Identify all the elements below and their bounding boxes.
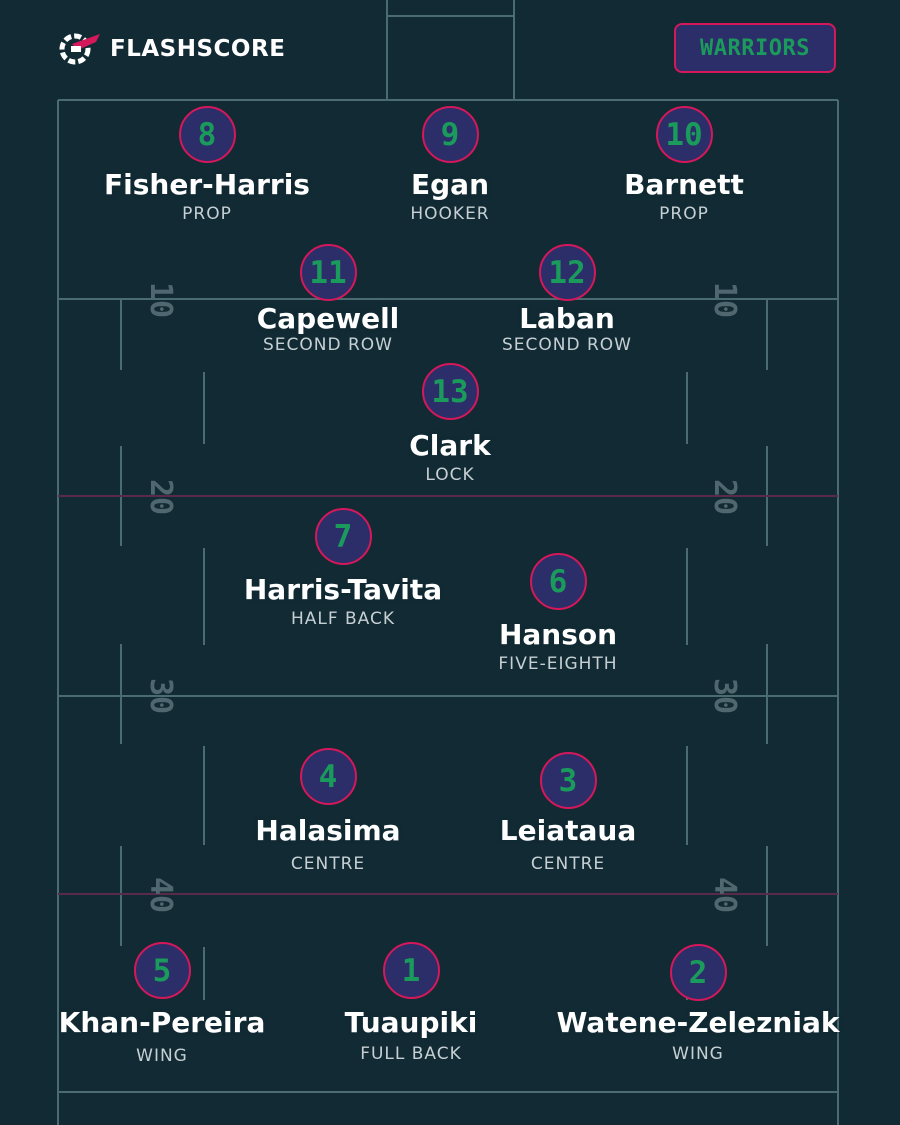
team-name: WARRIORS [700,35,810,61]
jersey-number: 3 [539,752,597,809]
player-card-prop-left: 8 Fisher-Harris PROP [57,106,357,224]
player-name: Egan [411,168,489,201]
player-position: HALF BACK [290,609,396,629]
jersey-number: 1 [382,942,440,999]
player-card-full-back: 1 Tuaupiki FULL BACK [261,942,561,1064]
player-position: PROP [659,204,709,224]
player-name: Halasima [255,814,401,847]
brand: FLASHSCORE [58,30,285,68]
yard-marker-left-40: 40 [143,876,179,914]
player-name: Harris-Tavita [243,573,443,606]
player-card-half-back: 7 Harris-Tavita HALF BACK [193,508,493,629]
player-card-centre-right: 3 Leiataua CENTRE [418,752,718,874]
yard-marker-right-30: 30 [707,677,743,715]
jersey-number: 12 [538,244,596,301]
player-position: FIVE-EIGHTH [498,654,618,674]
player-position: SECOND ROW [502,335,632,355]
jersey-number: 13 [421,363,479,420]
player-name: Watene-Zelezniak [556,1006,840,1039]
jersey-number: 8 [178,106,236,163]
yard-marker-right-20: 20 [707,478,743,516]
player-card-prop-right: 10 Barnett PROP [534,106,834,224]
yard-marker-right-40: 40 [707,876,743,914]
yard-marker-left-30: 30 [143,677,179,715]
player-name: Barnett [624,168,744,201]
player-name: Laban [519,302,615,335]
team-badge: WARRIORS [674,23,836,73]
player-position: CENTRE [290,854,366,874]
player-position: WING [672,1044,724,1064]
player-card-wing-right: 2 Watene-Zelezniak WING [548,944,848,1064]
player-card-centre-left: 4 Halasima CENTRE [178,748,478,874]
player-name: Hanson [498,618,618,651]
player-position: PROP [182,204,232,224]
player-card-second-row-right: 12 Laban SECOND ROW [417,244,717,355]
jersey-number: 4 [299,748,357,805]
jersey-number: 2 [669,944,727,1001]
player-name: Fisher-Harris [104,168,310,201]
jersey-number: 9 [421,106,479,163]
player-name: Capewell [256,302,400,335]
player-position: LOCK [425,465,475,485]
player-position: CENTRE [530,854,606,874]
player-name: Clark [409,429,491,462]
player-card-hooker: 9 Egan HOOKER [300,106,600,224]
player-card-second-row-left: 11 Capewell SECOND ROW [178,244,478,355]
player-card-lock: 13 Clark LOCK [300,363,600,485]
player-name: Leiataua [499,814,637,847]
player-position: SECOND ROW [263,335,393,355]
brand-name: FLASHSCORE [110,36,286,62]
player-name: Tuaupiki [344,1006,478,1039]
jersey-number: 5 [133,942,191,999]
player-name: Khan-Pereira [58,1006,266,1039]
flashscore-logo-icon [59,33,100,65]
jersey-number: 11 [299,244,357,301]
jersey-number: 7 [314,508,372,565]
player-card-wing-left: 5 Khan-Pereira WING [12,942,312,1066]
yard-marker-left-20: 20 [143,478,179,516]
player-position: FULL BACK [360,1044,462,1064]
player-position: WING [136,1046,188,1066]
jersey-number: 10 [655,106,713,163]
jersey-number: 6 [529,553,587,610]
player-position: HOOKER [410,204,490,224]
player-card-five-eighth: 6 Hanson FIVE-EIGHTH [408,553,708,674]
